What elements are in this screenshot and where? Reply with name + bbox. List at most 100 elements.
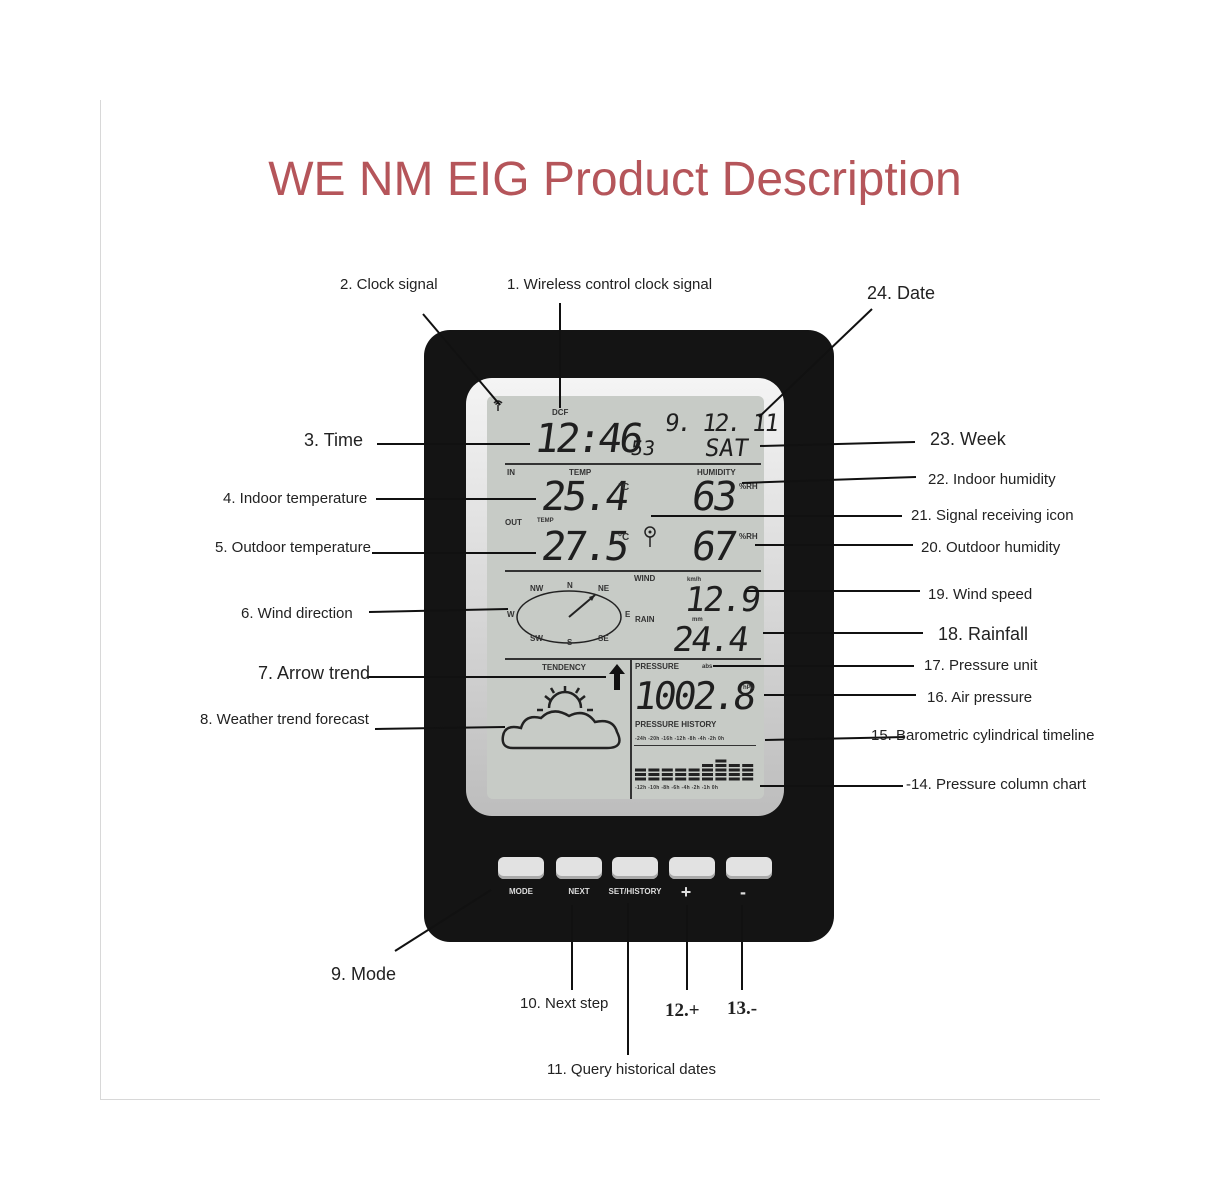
set-history-button[interactable]	[612, 857, 658, 879]
pressure-bar-1-seg-0	[648, 777, 660, 781]
lcd-divider-vertical	[630, 658, 632, 799]
callout-17-pressure-unit: 17. Pressure unit	[924, 657, 1038, 674]
mode-button[interactable]	[498, 857, 544, 879]
callout-21-signal-receiving-icon: 21. Signal receiving icon	[911, 507, 1074, 524]
out-label: OUT	[505, 518, 522, 527]
next-button[interactable]	[556, 857, 602, 879]
indoor-humidity-unit: %RH	[739, 482, 758, 491]
indoor-temp-unit: °C	[618, 482, 630, 493]
rain-unit: mm	[692, 617, 703, 623]
compass-nw: NW	[530, 584, 544, 593]
callout-16-air-pressure: 16. Air pressure	[927, 689, 1033, 706]
next-button-label: NEXT	[568, 887, 590, 896]
callout-3-time: 3. Time	[304, 430, 364, 450]
dcf-label: DCF	[552, 408, 569, 417]
history-divider	[634, 745, 756, 746]
callout-2-clock-signal: 2. Clock signal	[340, 276, 438, 293]
lcd-screen: DCF 12:46 53 9. 12. 11 SAT IN TEMP HUMID…	[487, 396, 779, 799]
outdoor-temp-unit: °C	[618, 532, 630, 543]
frame-left-border	[100, 100, 101, 1100]
minus-button-label: -	[740, 882, 746, 902]
tendency-label: TENDENCY	[542, 663, 587, 672]
pressure-bar-1-seg-1	[648, 773, 660, 776]
pressure-bar-5-seg-1	[702, 773, 713, 776]
temp-label: TEMP	[569, 468, 592, 477]
compass-w: W	[507, 610, 515, 619]
pressure-bar-4-seg-2	[688, 768, 700, 772]
pressure-bar-7-seg-0	[728, 777, 740, 781]
outdoor-temp-digits: 27.5	[538, 524, 630, 570]
pressure-bar-5-seg-3	[702, 764, 713, 767]
wind-speed-digits: 12.9	[682, 580, 762, 620]
compass-e: E	[625, 610, 631, 619]
pressure-label: PRESSURE	[635, 662, 680, 671]
compass-s: S	[567, 638, 573, 647]
callout-11-query-historical-dates: 11. Query historical dates	[547, 1061, 716, 1078]
set-history-button-label: SET/HISTORY	[608, 887, 662, 896]
wind-unit: km/h	[687, 577, 702, 583]
signal-receiving-icon	[644, 524, 656, 548]
callout-10-next-step: 10. Next step	[520, 995, 609, 1012]
pressure-bar-8-seg-3	[742, 764, 754, 767]
rainfall-digits: 24.4	[670, 620, 750, 660]
outdoor-humidity-unit: %RH	[739, 532, 758, 541]
callout-24-date: 24. Date	[867, 283, 936, 303]
pressure-bar-2-seg-0	[661, 777, 673, 781]
pressure-bar-5-seg-2	[702, 768, 713, 772]
pressure-bar-0-seg-2	[635, 768, 646, 772]
indoor-humidity-digits: 63	[688, 474, 738, 520]
pressure-bar-6-seg-4	[715, 759, 727, 763]
pressure-bar-0-seg-0	[635, 777, 646, 781]
pressure-bar-5-seg-0	[702, 777, 713, 781]
pressure-bar-7-seg-3	[728, 764, 740, 767]
pressure-timeline: -24h -20h -16h -12h -8h -4h -2h 0h	[635, 736, 725, 742]
plus-button-label: +	[680, 882, 692, 902]
pressure-unit: hPa	[743, 685, 755, 691]
callout-6-wind-direction: 6. Wind direction	[241, 605, 353, 622]
callout-1-wireless-clock-signal: 1. Wireless control clock signal	[507, 276, 713, 293]
callout-8-weather-trend-forecast: 8. Weather trend forecast	[200, 711, 369, 728]
page-title: WE NM EIG Product Description	[268, 153, 962, 206]
callout-4-indoor-temperature: 4. Indoor temperature	[223, 490, 368, 507]
trend-arrow-icon	[609, 664, 625, 690]
clock-signal-icon	[492, 399, 504, 411]
pressure-bar-8-seg-0	[742, 777, 754, 781]
pressure-bar-4-seg-1	[688, 773, 700, 776]
pressure-bar-6-seg-3	[715, 764, 727, 767]
humidity-label: HUMIDITY	[697, 468, 736, 477]
wind-label: WIND	[634, 574, 656, 583]
date-digits: 9. 12. 11	[663, 409, 780, 437]
pressure-bar-6-seg-0	[715, 777, 727, 781]
pressure-bar-3-seg-2	[675, 768, 687, 772]
pressure-column-chart	[635, 759, 754, 781]
pressure-bar-3-seg-0	[675, 777, 687, 781]
weather-forecast-icon	[501, 686, 625, 756]
pressure-bar-4-seg-0	[688, 777, 700, 781]
seconds-digits: 53	[629, 436, 657, 460]
plus-button[interactable]	[669, 857, 715, 879]
compass-se: SE	[598, 634, 609, 643]
minus-button[interactable]	[726, 857, 772, 879]
lcd-divider-2	[505, 570, 761, 572]
callout-15-barometric-timeline: 15. Barometric cylindrical timeline	[871, 727, 1095, 744]
callout-7-arrow-trend: 7. Arrow trend	[258, 663, 371, 683]
pressure-bar-6-seg-2	[715, 768, 727, 772]
pressure-bar-3-seg-1	[675, 773, 687, 776]
pressure-bar-8-seg-1	[742, 773, 754, 776]
pressure-bar-7-seg-1	[728, 773, 740, 776]
in-label: IN	[507, 468, 515, 477]
callout-5-outdoor-temperature: 5. Outdoor temperature	[215, 539, 371, 556]
pressure-bar-8-seg-2	[742, 768, 754, 772]
compass-n: N	[567, 581, 573, 590]
callout-13-minus: 13.-	[727, 998, 758, 1019]
callout-18-rainfall: 18. Rainfall	[938, 624, 1029, 644]
callout-14-pressure-column-chart: -14. Pressure column chart	[906, 776, 1087, 793]
callout-9-mode: 9. Mode	[331, 964, 397, 984]
compass-ne: NE	[598, 584, 610, 593]
callout-19-wind-speed: 19. Wind speed	[928, 586, 1033, 603]
lcd-divider-3	[505, 658, 761, 660]
pressure-history-label: PRESSURE HISTORY	[635, 720, 717, 729]
time-digits: 12:46	[531, 416, 644, 462]
frame-bottom-border	[100, 1099, 1100, 1100]
pressure-bar-2-seg-1	[661, 773, 673, 776]
